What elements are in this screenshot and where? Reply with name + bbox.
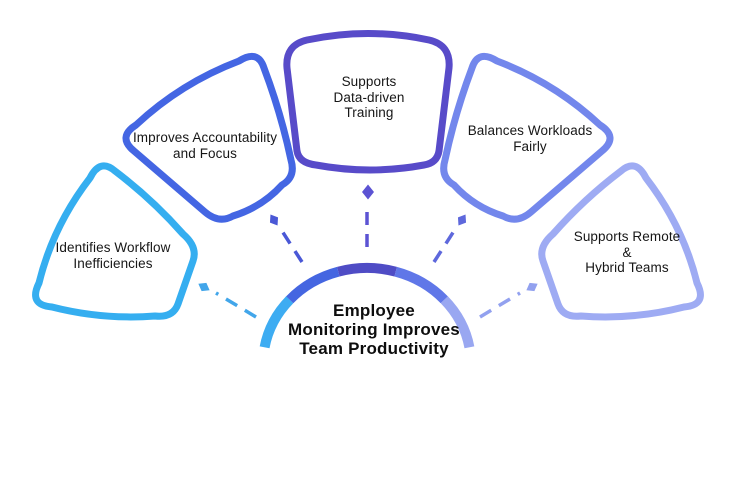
connector-right (479, 282, 538, 319)
connector-top (362, 184, 374, 247)
hub-arc-segment-1 (259, 296, 294, 349)
label-line: Data-driven (333, 89, 405, 105)
hub-arc (259, 263, 475, 349)
connector-right-line (479, 291, 521, 319)
hub-arc-segment-2 (286, 266, 340, 304)
diagram-title: Employee Monitoring Improves Team Produc… (254, 301, 494, 358)
label-line: Supports Remote (573, 229, 681, 244)
petal-label-identifies-workflow-inefficiencies: Identifies Workflow Inefficiencies (13, 240, 213, 272)
hub-arc-segment-4 (394, 266, 448, 304)
diamond-marker-upper-left (269, 214, 279, 226)
hub-arc-segment-3 (337, 263, 397, 277)
hub-arc-segment-5 (440, 296, 475, 349)
connectors (198, 184, 538, 319)
petal-label-supports-remote-hybrid-teams: Supports Remote & Hybrid Teams (527, 229, 727, 276)
connector-upper-right (432, 214, 467, 263)
label-line: & (622, 244, 632, 260)
label-line: Improves Accountability (132, 130, 278, 145)
connector-left-line (215, 291, 257, 319)
label-line: Training (344, 105, 394, 120)
label-line: Supports (341, 74, 397, 89)
title-line: Monitoring Improves (288, 320, 460, 339)
label-line: Balances Workloads (467, 123, 593, 138)
diamond-marker-top (362, 184, 374, 200)
diamond-marker-right (526, 282, 538, 292)
petal-shape-improves-accountability-and-focus (122, 52, 296, 223)
label-line: Identifies Workflow (55, 240, 171, 255)
label-line: and Focus (173, 146, 237, 161)
label-line: Inefficiencies (73, 256, 153, 271)
petal-label-improves-accountability-and-focus: Improves Accountability and Focus (105, 130, 305, 162)
petal-label-balances-workloads-fairly: Balances Workloads Fairly (430, 123, 630, 155)
connector-upper-right-line (432, 230, 456, 263)
petal-shape-balances-workloads-fairly (440, 52, 614, 223)
petal-shapes (32, 30, 704, 321)
title-line: Employee (333, 301, 415, 320)
label-line: Hybrid Teams (585, 260, 669, 275)
connector-left (198, 282, 257, 319)
label-line: Fairly (513, 139, 547, 154)
title-line: Team Productivity (299, 339, 449, 358)
connector-upper-left-line (280, 230, 304, 263)
diamond-marker-left (198, 282, 210, 292)
petal-label-supports-data-driven-training: Supports Data-driven Training (294, 74, 444, 121)
diamond-marker-upper-right (457, 214, 467, 226)
petal-shape-supports-data-driven-training (283, 30, 453, 174)
petal-shape-identifies-workflow-inefficiencies (32, 162, 198, 321)
connector-upper-left (269, 214, 304, 263)
petal-shape-supports-remote-hybrid-teams (538, 162, 704, 321)
